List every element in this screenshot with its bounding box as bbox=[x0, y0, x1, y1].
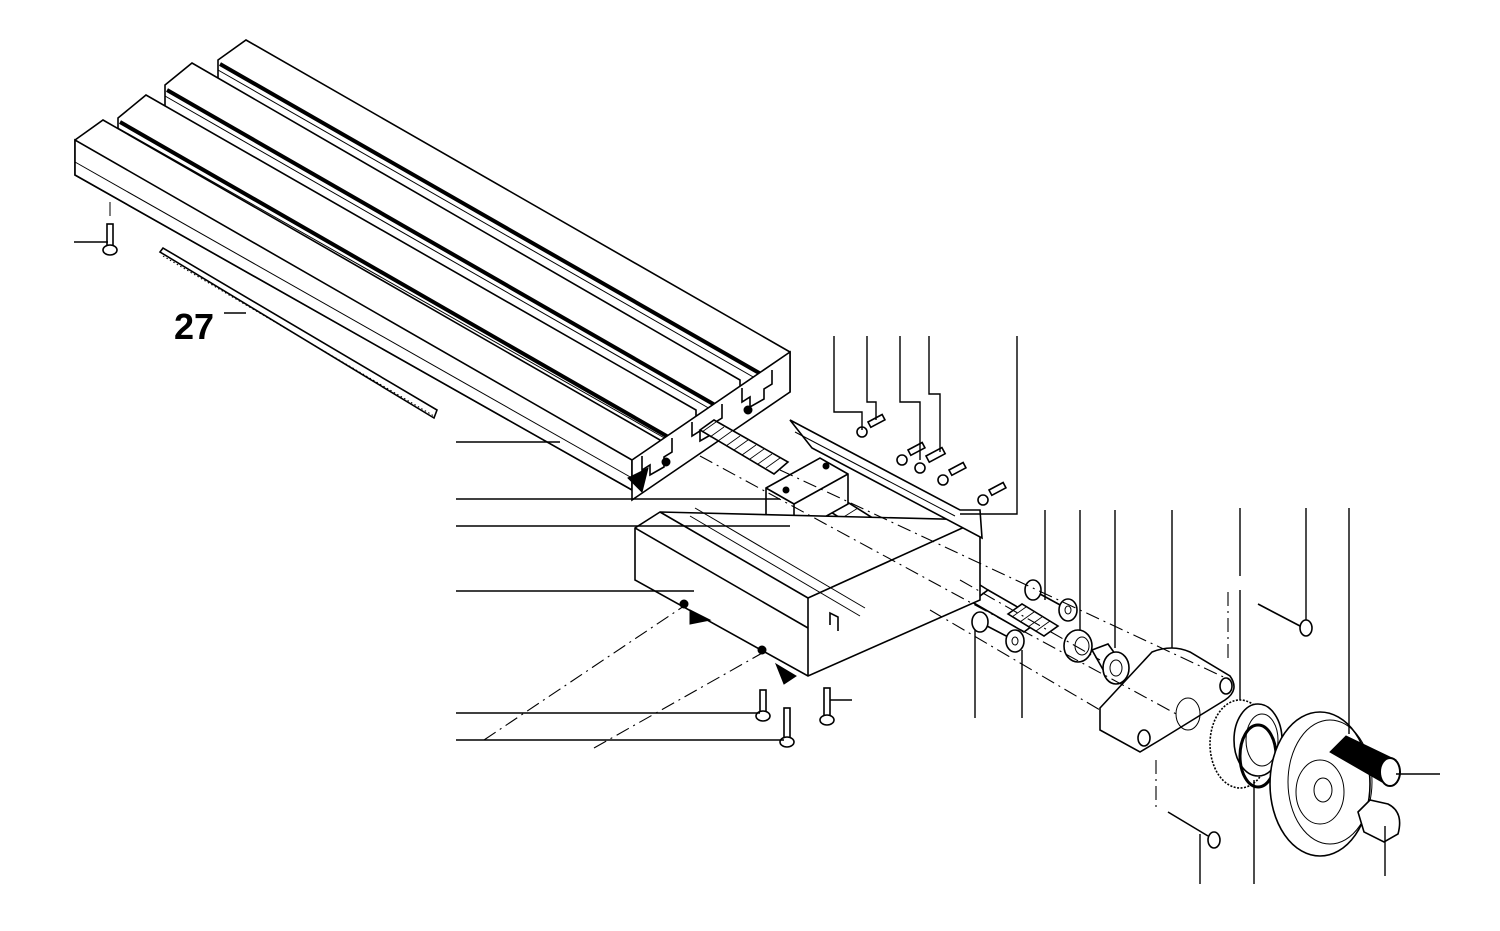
bracket-screws bbox=[971, 579, 1063, 639]
gib-adjust-screws-and-nuts bbox=[856, 413, 1008, 506]
leadscrew-end-bearing bbox=[1063, 629, 1093, 663]
part-label-27: 27 bbox=[174, 306, 215, 347]
bearing-bushing bbox=[1090, 643, 1130, 685]
table-end-screw bbox=[74, 202, 118, 256]
bracket-washers bbox=[1005, 598, 1078, 653]
cross-slide-saddle bbox=[634, 419, 983, 685]
handwheel bbox=[1269, 711, 1373, 857]
acorn-nut bbox=[1357, 799, 1401, 843]
saddle-bottom-screws bbox=[755, 687, 835, 748]
t-slot-table bbox=[74, 39, 791, 502]
dial-screws bbox=[1167, 603, 1313, 849]
scale-strip bbox=[158, 246, 438, 420]
handwheel-handle bbox=[1329, 735, 1401, 787]
leader-lines bbox=[224, 312, 1440, 884]
